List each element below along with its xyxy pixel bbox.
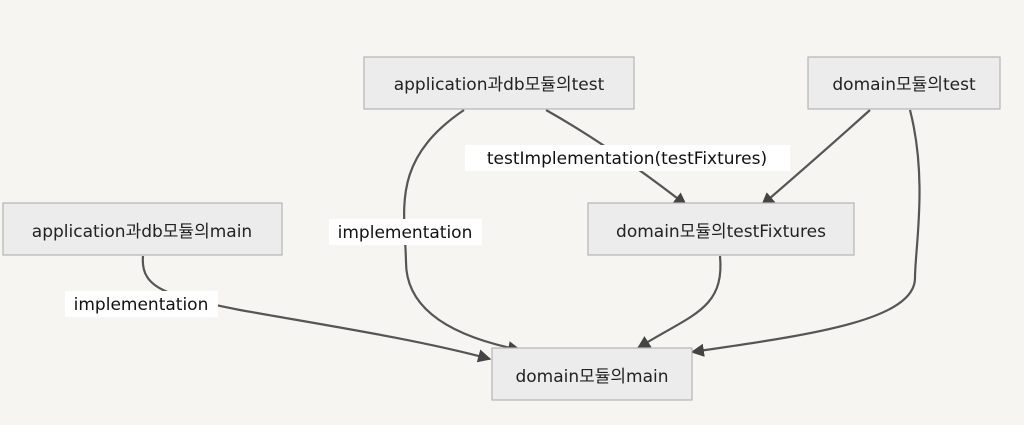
- node-app-db-test-label: application과db모듈의test: [394, 75, 605, 95]
- edge-label-implementation-2-text: implementation: [74, 295, 209, 315]
- edge-app-db-test-to-domain-main: [403, 109, 522, 355]
- node-domain-test[interactable]: domain모듈의test: [807, 56, 1001, 110]
- node-app-db-test[interactable]: application과db모듈의test: [363, 56, 635, 110]
- node-domain-test-fixtures-label: domain모듈의testFixtures: [616, 222, 826, 242]
- edge-label-implementation-1-text: implementation: [338, 223, 473, 243]
- edge-label-implementation-1: implementation: [329, 219, 482, 245]
- edges: [141, 109, 921, 363]
- edge-domain-test-to-domain-test-fixtures: [761, 109, 871, 206]
- node-app-db-main[interactable]: application과db모듈의main: [2, 202, 283, 256]
- node-domain-main-label: domain모듈의main: [515, 367, 668, 387]
- node-domain-test-fixtures[interactable]: domain모듈의testFixtures: [587, 202, 855, 256]
- edge-label-test-implementation-text: testImplementation(testFixtures): [487, 149, 767, 169]
- node-domain-main[interactable]: domain모듈의main: [491, 347, 693, 401]
- edge-domain-test-to-domain-main: [690, 109, 921, 357]
- edge-label-test-implementation: testImplementation(testFixtures): [465, 145, 790, 171]
- edge-label-implementation-2: implementation: [65, 291, 218, 317]
- node-domain-test-label: domain모듈의test: [832, 75, 976, 95]
- node-app-db-main-label: application과db모듈의main: [32, 222, 252, 242]
- edge-app-db-main-to-domain-main: [141, 255, 492, 363]
- edge-domain-test-fixtures-to-domain-main: [636, 255, 722, 349]
